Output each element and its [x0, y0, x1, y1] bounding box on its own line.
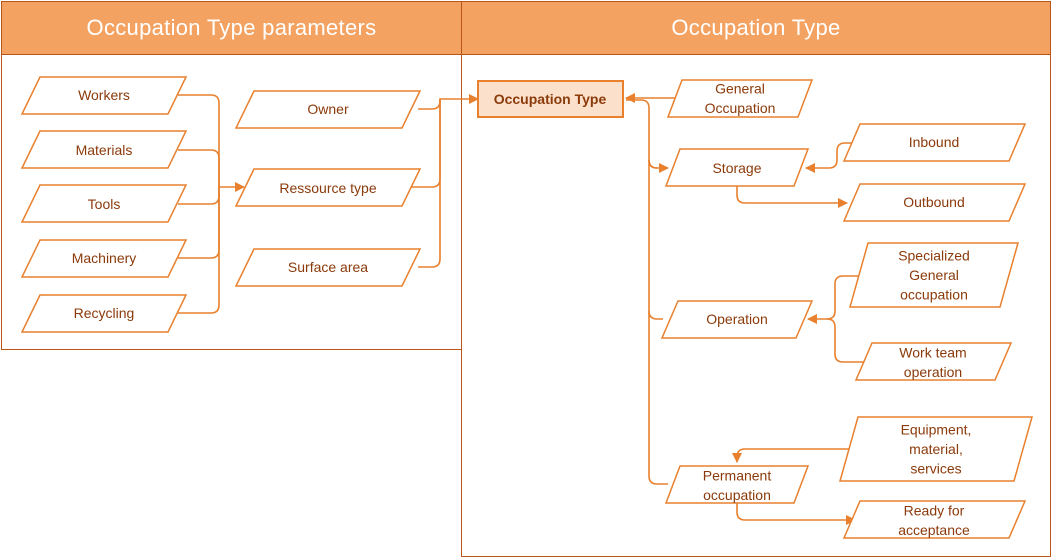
label-surface-area: Surface area: [288, 259, 368, 275]
label-ressource-type: Ressource type: [279, 180, 376, 196]
connector-storage-in: [648, 159, 669, 173]
label-equipment-line-1: Equipment,: [901, 422, 972, 438]
node-owner: [234, 90, 422, 129]
label-work-team-line-1: Work team: [899, 344, 966, 360]
label-inbound: Inbound: [909, 134, 960, 150]
connector-workers: [178, 94, 245, 192]
node-operation: [660, 300, 814, 339]
connector-recycling: [178, 187, 220, 314]
right-panel: Occupation Type: [461, 1, 1051, 557]
label-operation: Operation: [706, 311, 767, 327]
node-inbound: [842, 123, 1027, 162]
node-machinery: [20, 239, 188, 278]
connector-materials: [178, 149, 220, 187]
label-workers: Workers: [78, 87, 130, 103]
label-ready-line-2: acceptance: [898, 522, 970, 538]
connector-machinery: [178, 187, 220, 259]
left-panel: Occupation Type parameters: [1, 1, 462, 350]
node-permanent: [664, 465, 810, 504]
connector-workteam: [826, 318, 868, 363]
label-owner: Owner: [307, 101, 349, 117]
node-materials: [20, 130, 188, 169]
right-panel-title: Occupation Type: [462, 2, 1050, 55]
node-storage: [664, 148, 810, 187]
label-storage: Storage: [712, 160, 761, 176]
label-permanent-line-1: Permanent: [703, 467, 772, 483]
connector-operation: [648, 310, 663, 320]
label-specialized-line-3: occupation: [900, 287, 968, 303]
node-tools: [20, 184, 188, 223]
label-equipment-line-2: material,: [909, 441, 963, 457]
connector-owner: [418, 94, 479, 110]
node-occupation-type-root: [477, 80, 624, 118]
connector-spine: [626, 99, 658, 169]
node-surface-area: [234, 248, 422, 287]
node-specialized: [849, 242, 1019, 308]
label-permanent-line-2: occupation: [703, 487, 771, 503]
label-general-occupation-line-2: Occupation: [705, 100, 776, 116]
connectors: [178, 93, 868, 525]
node-general-occupation: [666, 79, 814, 118]
connector-inbound: [805, 142, 857, 173]
label-occupation-type: Occupation Type: [494, 91, 607, 107]
label-machinery: Machinery: [72, 250, 137, 266]
label-tools: Tools: [88, 196, 121, 212]
left-panel-title: Occupation Type parameters: [2, 2, 461, 55]
label-ready-line-1: Ready for: [904, 502, 965, 518]
connector-specialized: [807, 275, 862, 324]
node-ressource-type: [234, 168, 422, 207]
label-general-occupation-line-1: General: [715, 80, 765, 96]
connector-spine-storage: [648, 160, 668, 485]
node-equipment: [839, 416, 1033, 482]
connector-ready: [736, 503, 856, 525]
node-outbound: [842, 183, 1027, 222]
label-specialized-line-2: General: [909, 267, 959, 283]
node-workers: [20, 76, 188, 115]
connector-surface: [418, 99, 441, 268]
label-recycling: Recycling: [74, 305, 135, 321]
label-work-team-line-2: operation: [904, 364, 962, 380]
node-ready: [842, 500, 1027, 539]
label-materials: Materials: [76, 142, 133, 158]
label-specialized-line-1: Specialized: [898, 248, 970, 264]
node-recycling: [20, 294, 188, 333]
label-equipment-line-3: services: [910, 461, 961, 477]
connector-equipment: [732, 448, 850, 463]
connector-outbound: [736, 186, 848, 208]
node-work-team: [854, 342, 1013, 381]
label-outbound: Outbound: [903, 194, 965, 210]
